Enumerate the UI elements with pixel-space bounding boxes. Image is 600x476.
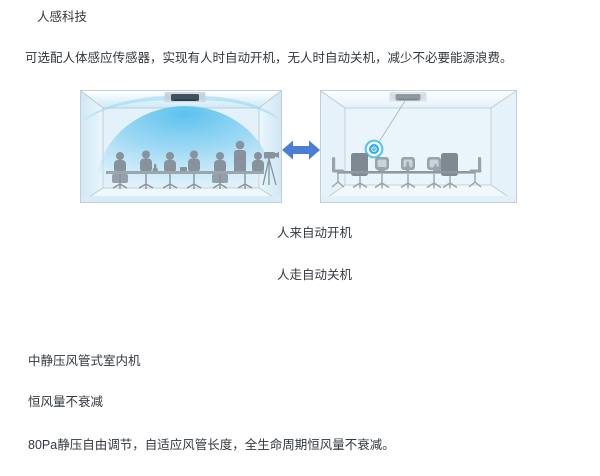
section-title-duct-unit: 中静压风管式室内机 (28, 354, 141, 368)
double-arrow-icon (281, 139, 321, 161)
ceiling-ac-unit-on (164, 92, 206, 102)
occupied-room-scene (80, 90, 282, 203)
occupied-room-illustration (80, 90, 282, 203)
ceiling-ac-unit-off (389, 92, 427, 102)
sensor-callout-line (376, 100, 406, 146)
motion-sensor-icon (364, 139, 384, 159)
caption-auto-off: 人走自动关机 (277, 268, 353, 282)
empty-room-illustration (320, 90, 517, 203)
empty-chairs (331, 153, 482, 189)
human-sensing-description: 可选配人体感应传感器，实现有人时自动开机，无人时自动关机，减少不必要能源浪费。 (25, 51, 513, 65)
room-comparison-illustration (0, 90, 600, 203)
empty-room-scene (320, 90, 517, 203)
caption-auto-on: 人来自动开机 (277, 226, 353, 240)
duct-unit-description: 80Pa静压自由调节，自适应风管长度，全生命周期恒风量不衰减。 (28, 438, 395, 452)
video-camera-icon (262, 152, 279, 186)
people-silhouettes (106, 140, 279, 189)
section-title-human-sensing: 人感科技 (37, 10, 88, 24)
duct-unit-subtitle: 恒风量不衰减 (28, 395, 104, 409)
